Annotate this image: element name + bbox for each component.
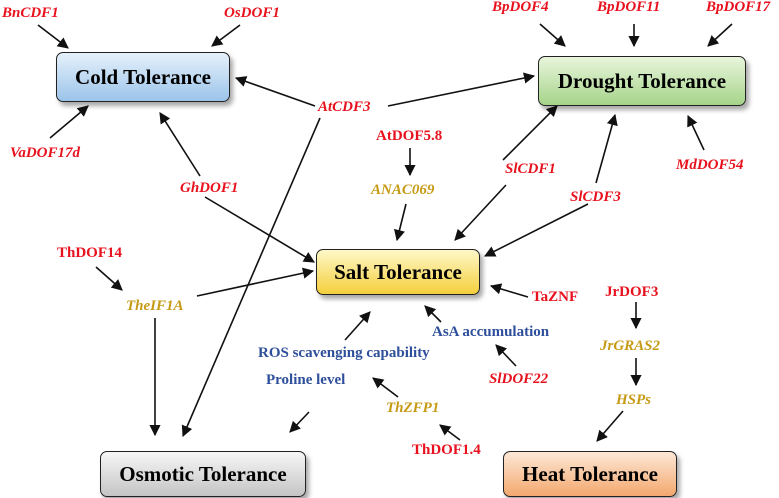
gene-atdof5-8: AtDOF5.8 [376,128,443,144]
cold-tolerance-box: Cold Tolerance [56,52,230,102]
arrow-taznf-salt [489,283,529,298]
gene-jrdof3: JrDOF3 [605,284,659,300]
gene-bncdf1: BnCDF1 [2,5,59,21]
arrow-slcdf1-drought [502,105,558,161]
salt-tolerance-box: Salt Tolerance [316,249,480,295]
arrow-sldof22-asa [495,344,517,367]
arrow-atcdf3-cold [234,76,316,107]
gene-mddof54: MdDOF54 [676,157,744,173]
arrow-ghdof1-salt [204,196,315,263]
arrow-anac069-salt [394,203,407,242]
arrow-hsps-heat [596,410,624,442]
arrow-slcdf1-salt [454,184,507,241]
arrow-bpdof17-drought [707,23,733,47]
gene-bpdof4: BpDOF4 [492,0,549,15]
arrow-bncdf1-cold [37,24,69,49]
drought-tolerance-box: Drought Tolerance [538,56,746,106]
gene-sldof22: SlDOF22 [489,371,549,387]
gene-osdof1: OsDOF1 [224,5,280,21]
intermediate-hsps: HSPs [616,392,652,408]
arrow-atcdf3-drought [387,72,536,107]
arrow-thdof14-thzfp1 [439,424,461,441]
arrow-ghdof1-cold [159,112,201,177]
intermediate-thzfp1: ThZFP1 [386,400,440,416]
gene-vadof17d: VaDOF17d [10,145,81,161]
intermediate-theif1a: TheIF1A [126,298,184,314]
arrow-slcdf3-drought [595,113,618,184]
arrow-slcdf3-salt [484,203,589,257]
arrow-theif1a-salt [196,267,315,297]
arrow-proline-osmotic [289,411,310,433]
physiology-asa-accumulation: AsA accumulation [432,324,550,340]
arrow-thdof14-theif1a [95,266,123,291]
intermediate-anac069: ANAC069 [371,182,435,198]
gene-taznf: TaZNF [532,289,579,305]
gene-slcdf1: SlCDF1 [505,161,556,177]
gene-slcdf3: SlCDF3 [570,189,621,205]
physiology-ros-scavenging: ROS scavenging capability [258,345,430,361]
arrow-bpdof4-drought [539,23,566,47]
arrow-asa-salt [424,305,442,323]
arrow-osdof1-cold [211,24,241,47]
arrow-mddof54-drought [687,114,705,151]
gene-ghdof1: GhDOF1 [180,180,239,196]
gene-thdof14: ThDOF14 [57,245,123,261]
gene-atcdf3: AtCDF3 [318,99,371,115]
intermediate-jrgras2: JrGRAS2 [600,338,661,354]
gene-thdof1-4: ThDOF1.4 [412,442,481,458]
arrow-vadof17d-cold [49,105,89,139]
gene-bpdof11: BpDOF11 [597,0,661,15]
osmotic-tolerance-box: Osmotic Tolerance [100,451,306,497]
physiology-proline-level: Proline level [266,372,346,388]
arrow-thzfp1-proline [372,377,399,398]
arrow-ros-salt [344,311,371,341]
heat-tolerance-box: Heat Tolerance [503,451,677,497]
arrow-atcdf3-osmotic [181,117,321,438]
gene-bpdof17: BpDOF17 [706,0,771,15]
